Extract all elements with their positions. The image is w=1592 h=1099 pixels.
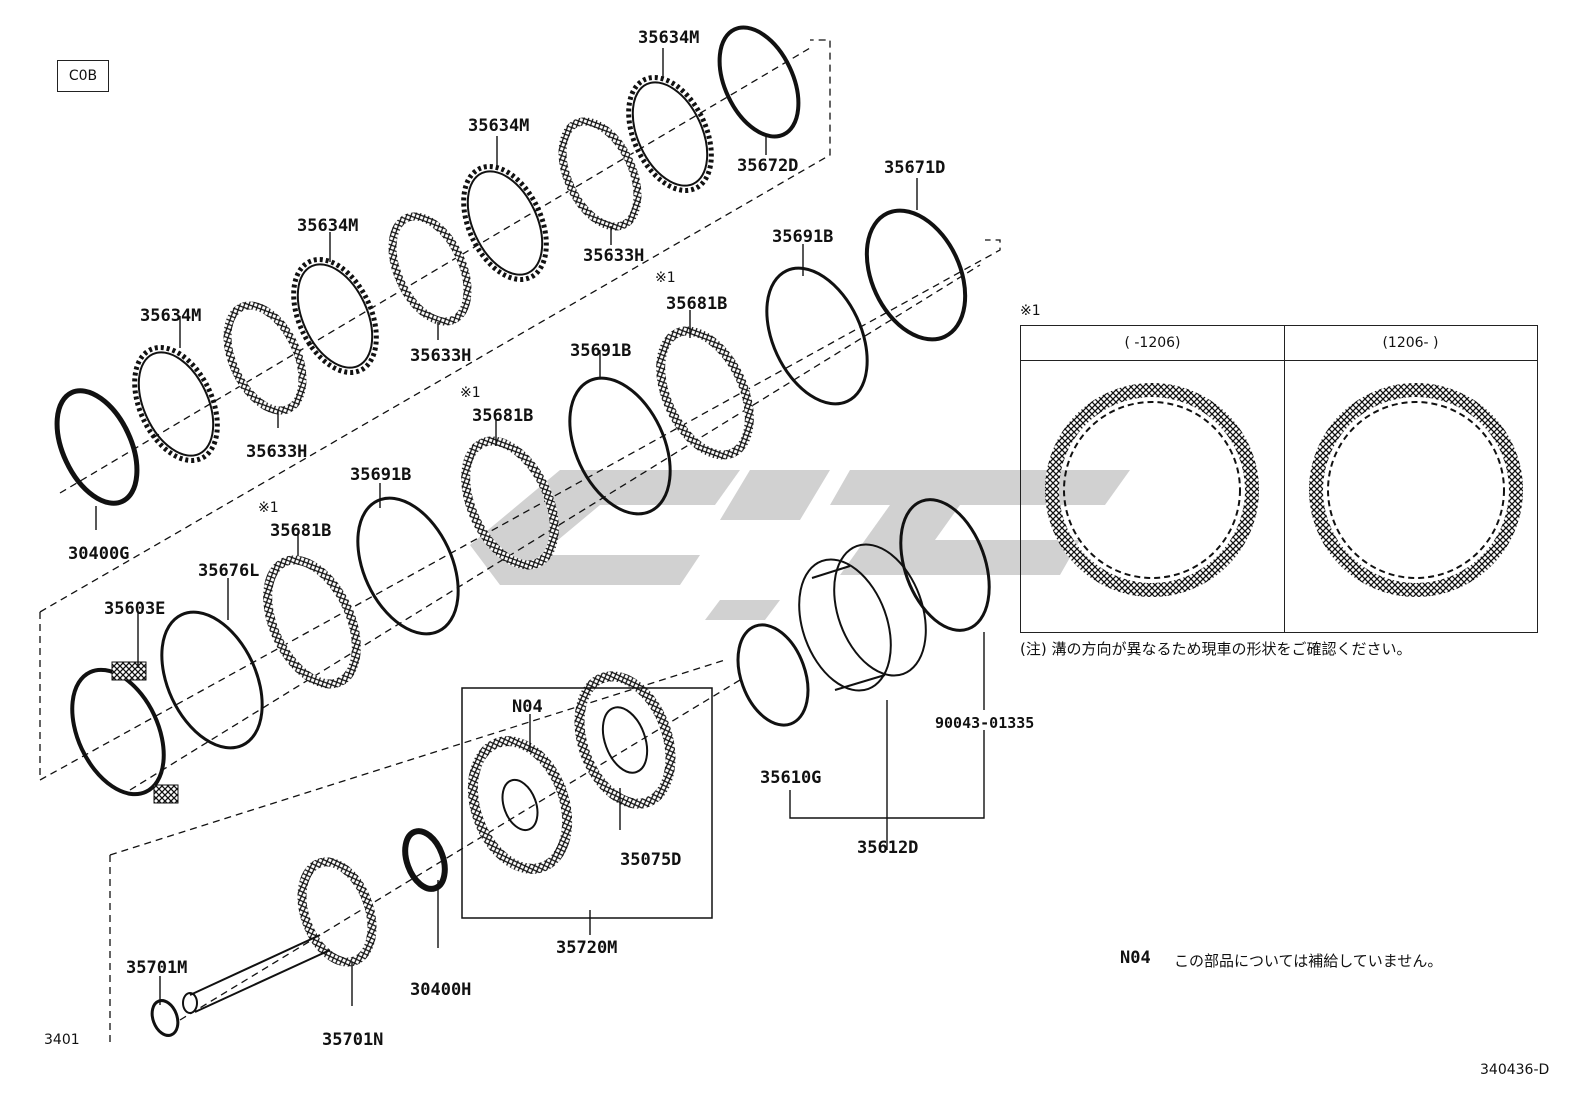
assembly-dashed-outlines: [39, 39, 1001, 1045]
part-label-35634M[interactable]: 35634M: [468, 116, 530, 136]
part-label-35681B[interactable]: 35681B: [270, 521, 332, 541]
part-label-35672D[interactable]: 35672D: [737, 156, 799, 176]
part-label-35720M[interactable]: 35720M: [556, 938, 618, 958]
reference-mark: ※1: [655, 270, 676, 286]
page-reference: 3401: [44, 1032, 80, 1048]
part-label-35691B[interactable]: 35691B: [772, 227, 834, 247]
part-label-35612D[interactable]: 35612D: [857, 838, 919, 858]
part-label-35633H[interactable]: 35633H: [410, 346, 472, 366]
figure-number: 340436-D: [1480, 1062, 1550, 1078]
inset-header-early: ( -1206): [1021, 326, 1284, 361]
inset-gear-ring-early: [1045, 383, 1259, 597]
leader-lines: [95, 48, 985, 1006]
part-label-35633H[interactable]: 35633H: [583, 246, 645, 266]
part-label-35681B[interactable]: 35681B: [666, 294, 728, 314]
part-label-35681B[interactable]: 35681B: [472, 406, 534, 426]
part-label-30400G[interactable]: 30400G: [68, 544, 130, 564]
part-label-35633H[interactable]: 35633H: [246, 442, 308, 462]
part-label-35691B[interactable]: 35691B: [570, 341, 632, 361]
legend-text: この部品については補給していません。: [1174, 952, 1443, 970]
inset-note: (注) 溝の方向が異なるため現車の形状をご確認ください。: [1020, 640, 1412, 658]
legend-code: N04: [1120, 948, 1151, 968]
inset-divider: [1284, 326, 1285, 632]
part-label-30400H[interactable]: 30400H: [410, 980, 472, 1000]
inset-reference-mark: ※1: [1020, 303, 1041, 319]
part-label-35701N[interactable]: 35701N: [322, 1030, 384, 1050]
clutch-drum-assembly: [150, 498, 991, 1037]
group-box-35720M: [461, 687, 713, 919]
part-label-35634M[interactable]: 35634M: [638, 28, 700, 48]
inset-variant-table: ( -1206) (1206- ): [1020, 325, 1538, 633]
part-label-35634M[interactable]: 35634M: [140, 306, 202, 326]
part-label-35075D[interactable]: 35075D: [620, 850, 682, 870]
reference-mark: ※1: [258, 500, 279, 516]
reference-mark: ※1: [460, 385, 481, 401]
inset-gear-ring-late: [1309, 383, 1523, 597]
part-label-35701M[interactable]: 35701M: [126, 958, 188, 978]
part-label-35691B[interactable]: 35691B: [350, 465, 412, 485]
clutch-plate-ring: [54, 25, 801, 506]
part-label-35676L[interactable]: 35676L: [198, 561, 260, 581]
inset-header-late: (1206- ): [1284, 326, 1537, 361]
diagram-code-box: C0B: [57, 60, 109, 92]
part-label-35610G[interactable]: 35610G: [760, 768, 822, 788]
part-label-35671D[interactable]: 35671D: [884, 158, 946, 178]
part-label-90043-01335[interactable]: 90043-01335: [935, 714, 1035, 732]
part-label-N04[interactable]: N04: [512, 697, 543, 717]
part-label-35634M[interactable]: 35634M: [297, 216, 359, 236]
part-label-35603E[interactable]: 35603E: [104, 599, 166, 619]
